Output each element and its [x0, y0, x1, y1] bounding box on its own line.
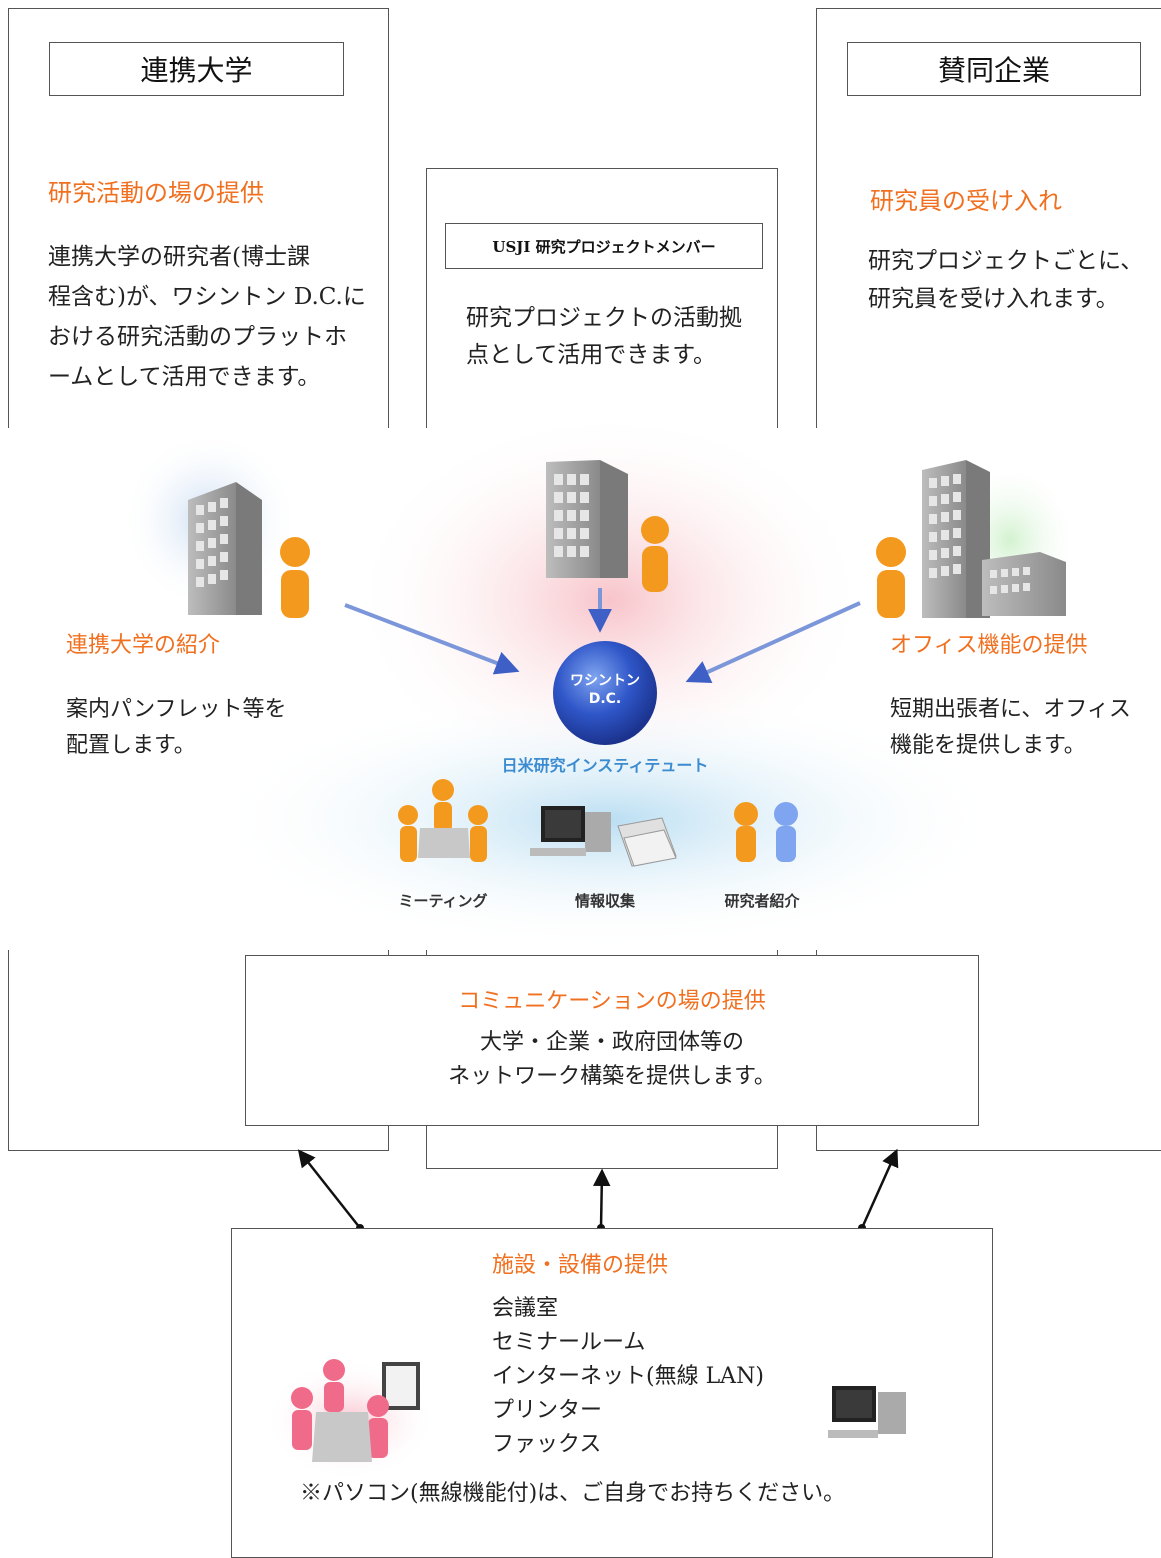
arrow-facility-to-center [593, 1168, 611, 1229]
communication-title: コミュニケーションの場の提供 [458, 989, 766, 1014]
facilities-title: 施設・設備の提供 [492, 1253, 669, 1278]
center-panel-heading: USJI 研究プロジェクトメンバー [445, 223, 763, 269]
center-building-icon [546, 460, 628, 578]
office-title: オフィス機能の提供 [890, 633, 1088, 658]
company-building-icon [922, 460, 1066, 618]
communication-body: 大学・企業・政府団体等の ネットワーク構築を提供します。 [448, 1030, 776, 1089]
hub-label-line2: D.C. [588, 691, 622, 707]
university-building-icon [188, 482, 262, 615]
center-panel-body: 研究プロジェクトの活動拠 点として活用できます。 [466, 305, 742, 368]
facility-item: インターネット(無線 LAN) [492, 1364, 764, 1389]
facility-item: ファックス [492, 1432, 602, 1457]
facility-item: セミナールーム [492, 1330, 646, 1355]
computer-icon [828, 1386, 906, 1438]
computer-and-documents-icon [530, 806, 677, 867]
right-panel-body: 研究プロジェクトごとに、 研究員を受け入れます。 [868, 248, 1144, 312]
left-panel-heading: 連携大学 [49, 42, 344, 96]
institute-name: 日米研究インスティテュート [501, 756, 709, 775]
service-researcher-label: 研究者紹介 [724, 892, 800, 910]
university-intro-title: 連携大学の紹介 [66, 633, 221, 658]
arrow-right-to-hub [685, 601, 861, 684]
arrow-facility-to-left [297, 1149, 361, 1229]
hub-circle [553, 641, 657, 745]
researcher-introduction-icon [734, 802, 798, 862]
company-person-icon [876, 537, 906, 618]
arrow-left-to-hub [344, 603, 520, 675]
facilities-note: ※パソコン(無線機能付)は、ご自身でお持ちください。 [300, 1481, 846, 1506]
facilities-list: 会議室 セミナールーム インターネット(無線 LAN) プリンター ファックス [492, 1292, 764, 1462]
left-panel-subheading: 研究活動の場の提供 [48, 179, 264, 207]
right-panel-subheading: 研究員の受け入れ [870, 187, 1062, 215]
right-panel-heading: 賛同企業 [847, 42, 1141, 96]
conference-room-icon [270, 1359, 435, 1480]
meeting-icon [398, 779, 488, 862]
university-person-icon [280, 537, 310, 618]
hub-label-line1: ワシントン [570, 673, 640, 689]
arrow-facility-to-right [860, 1148, 899, 1229]
hub-label: ワシントン D.C. [553, 672, 657, 708]
left-panel-body: 連携大学の研究者(博士課 程含む)が、ワシントン D.C.に おける研究活動のプ… [48, 244, 366, 390]
facility-item: プリンター [492, 1398, 603, 1423]
center-person-icon [641, 516, 669, 592]
service-meeting-label: ミーティング [398, 892, 488, 910]
communication-box [245, 955, 979, 1126]
facility-item: 会議室 [492, 1296, 559, 1321]
service-info-label: 情報収集 [574, 892, 635, 910]
office-body: 短期出張者に、オフィス 機能を提供します。 [890, 697, 1131, 758]
university-intro-body: 案内パンフレット等を 配置します。 [66, 697, 287, 758]
